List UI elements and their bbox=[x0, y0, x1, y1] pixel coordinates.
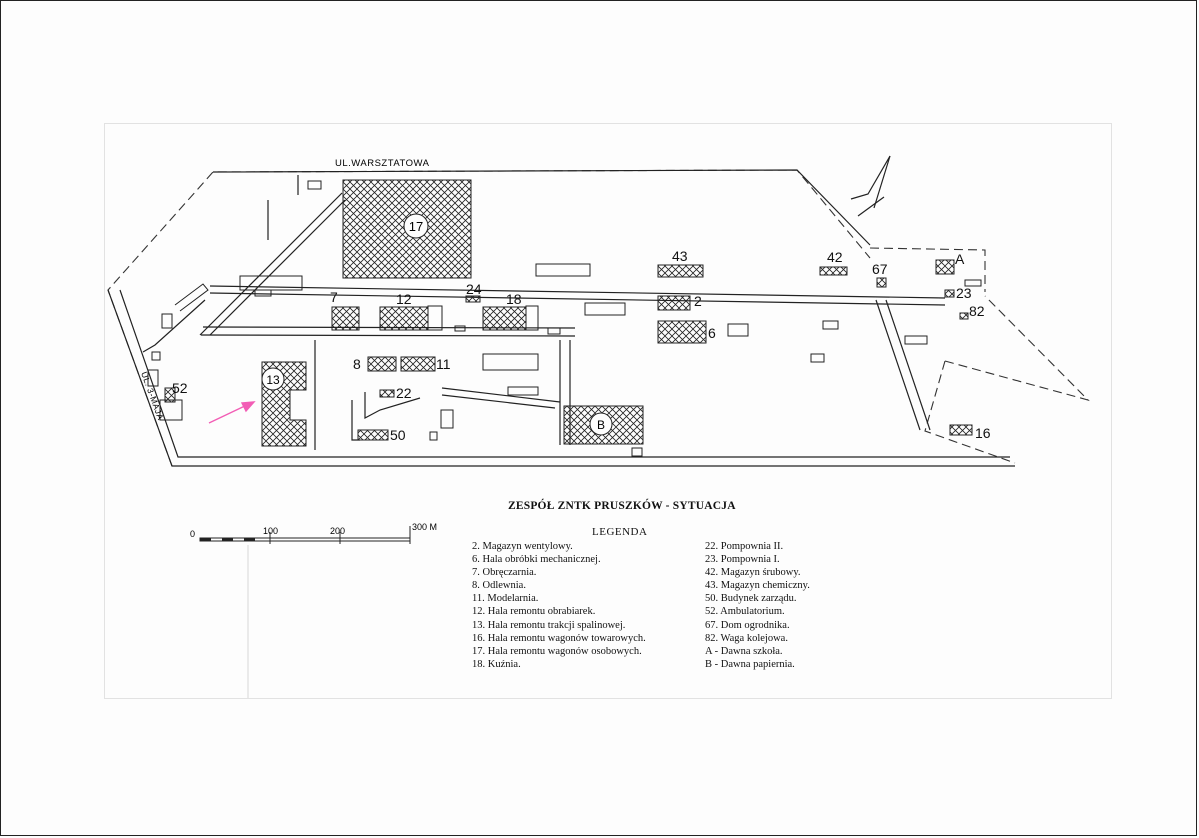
north-arrow-icon bbox=[850, 155, 891, 217]
circled-label-16: B bbox=[589, 412, 613, 436]
legend-item: 6. Hala obróbki mechanicznej. bbox=[472, 554, 601, 566]
label-52: 52 bbox=[172, 380, 188, 396]
building-12 bbox=[379, 306, 429, 331]
circled-label-13: 13 bbox=[261, 367, 285, 391]
label-8: 8 bbox=[353, 356, 361, 372]
building-24 bbox=[465, 295, 481, 303]
label-24: 24 bbox=[466, 281, 482, 297]
label-42: 42 bbox=[827, 249, 843, 265]
building-A bbox=[935, 259, 955, 275]
building-7 bbox=[331, 306, 360, 331]
map-sheet bbox=[104, 123, 1112, 699]
building-18 bbox=[482, 306, 527, 331]
label-A: A bbox=[955, 251, 965, 267]
label-50: 50 bbox=[390, 427, 406, 443]
legend-item: 42. Magazyn śrubowy. bbox=[705, 567, 801, 579]
legend-item: A - Dawna szkoła. bbox=[705, 645, 783, 657]
hatched-buildings bbox=[164, 179, 973, 447]
map-title: ZESPÓŁ ZNTK PRUSZKÓW - SYTUACJA bbox=[508, 500, 736, 512]
label-2: 2 bbox=[694, 293, 702, 309]
building-23 bbox=[944, 289, 955, 298]
building-67 bbox=[876, 277, 887, 288]
circled-label-17: 17 bbox=[403, 213, 429, 239]
building-6 bbox=[657, 320, 707, 344]
building-2 bbox=[657, 295, 691, 311]
legend-item: B - Dawna papiernia. bbox=[705, 658, 795, 670]
legend-item: 43. Magazyn chemiczny. bbox=[705, 580, 810, 592]
building-22 bbox=[379, 389, 395, 398]
label-18: 18 bbox=[506, 291, 522, 307]
building-42 bbox=[819, 266, 848, 276]
legend-column-left: 2. Magazyn wentylowy. 6. Hala obróbki me… bbox=[472, 540, 646, 671]
label-23: 23 bbox=[956, 285, 972, 301]
legend-item: 67. Dom ogrodnika. bbox=[705, 619, 790, 631]
label-22: 22 bbox=[396, 385, 412, 401]
label-12: 12 bbox=[396, 291, 412, 307]
legend-item: 13. Hala remontu trakcji spalinowej. bbox=[472, 619, 626, 631]
legend-item: 18. Kuźnia. bbox=[472, 658, 521, 670]
legend-item: 11. Modelarnia. bbox=[472, 593, 539, 605]
pointer-arrow-icon bbox=[208, 401, 256, 424]
legend-title: LEGENDA bbox=[592, 526, 648, 538]
scale-label-300: 300 M bbox=[412, 522, 437, 532]
building-11 bbox=[400, 356, 436, 372]
building-52 bbox=[164, 387, 176, 403]
legend-item: 17. Hala remontu wagonów osobowych. bbox=[472, 645, 642, 657]
legend-item: 16. Hala remontu wagonów towarowych. bbox=[472, 632, 646, 644]
building-B bbox=[949, 424, 973, 436]
building-8 bbox=[367, 356, 397, 372]
site-boundary bbox=[107, 169, 1090, 467]
legend-item: 52. Ambulatorium. bbox=[705, 606, 785, 618]
label-7: 7 bbox=[330, 289, 338, 305]
label-text: B bbox=[597, 418, 605, 432]
legend-column-right: 22. Pompownia II. 23. Pompownia I. 42. M… bbox=[705, 540, 810, 671]
label-text: 13 bbox=[266, 373, 280, 387]
label-43: 43 bbox=[672, 248, 688, 264]
plain-buildings bbox=[147, 180, 982, 457]
label-6: 6 bbox=[708, 325, 716, 341]
site-roads bbox=[107, 169, 1015, 467]
building-82 bbox=[959, 312, 969, 320]
label-text: 17 bbox=[409, 219, 423, 234]
scale-bar: 0 100 200 300 M bbox=[190, 522, 437, 544]
legend-item: 22. Pompownia II. bbox=[705, 541, 784, 552]
legend-item: 82. Waga kolejowa. bbox=[705, 632, 788, 644]
building-50 bbox=[357, 429, 389, 441]
label-B: 16 bbox=[975, 425, 991, 441]
building-labels: 43 42 67 A 24 7 12 18 2 6 23 82 8 11 22 … bbox=[172, 248, 991, 443]
label-67: 67 bbox=[872, 261, 888, 277]
scale-label-100: 100 bbox=[263, 526, 278, 536]
legend-item: 8. Odlewnia. bbox=[472, 580, 526, 592]
building-43 bbox=[657, 264, 704, 278]
legend-item: 2. Magazyn wentylowy. bbox=[472, 541, 573, 552]
street-name-warsztatowa: UL.WARSZTATOWA bbox=[335, 158, 430, 169]
scale-label-200: 200 bbox=[330, 526, 345, 536]
scale-label-0: 0 bbox=[190, 529, 195, 539]
legend-item: 50. Budynek zarządu. bbox=[705, 593, 797, 605]
legend-item: 12. Hala remontu obrabiarek. bbox=[472, 606, 596, 618]
label-82: 82 bbox=[969, 303, 985, 319]
legend-item: 7. Obręczarnia. bbox=[472, 567, 537, 579]
label-11: 11 bbox=[436, 356, 451, 372]
legend-item: 23. Pompownia I. bbox=[705, 554, 780, 566]
